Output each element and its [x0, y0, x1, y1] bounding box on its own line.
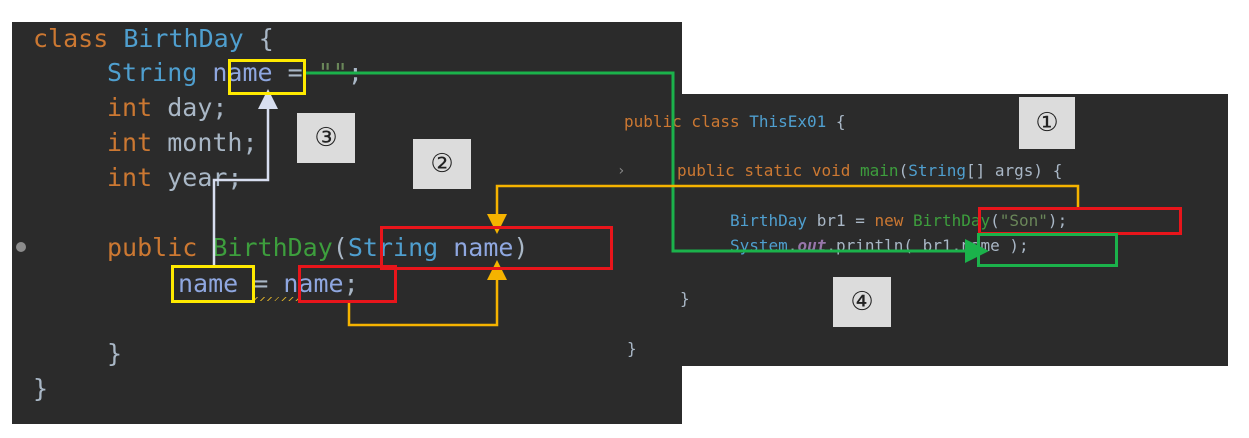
type-int: int — [107, 163, 153, 192]
assign-op: = — [272, 58, 318, 87]
field-year: year; — [167, 163, 243, 192]
class-name: BirthDay — [123, 24, 244, 53]
highlight-br1-name — [977, 233, 1118, 267]
white-arrow — [212, 89, 278, 265]
right-code-panel — [613, 94, 1228, 366]
code-line-assignment: name = name; — [178, 269, 359, 299]
code-line-constructor: public BirthDay(String name) — [107, 233, 529, 263]
code-line-main-method: public static void main(String[] args) { — [677, 161, 1062, 181]
open-brace: { — [826, 112, 846, 131]
code-line-close-main: } — [680, 289, 690, 308]
code-line-field-month: int month; — [107, 128, 258, 158]
code-line-close-class: } — [33, 374, 49, 403]
assign-lhs: name — [178, 269, 239, 298]
orange-arrow-call — [487, 184, 1080, 234]
keyword-public: public — [107, 233, 198, 262]
constructor-name: BirthDay — [212, 233, 333, 262]
type-birthday: BirthDay — [730, 211, 808, 230]
close-paren: ); — [1009, 236, 1029, 255]
highlight-constructor-param — [380, 226, 613, 270]
var-br1: br1 = — [807, 211, 875, 230]
highlight-field-name — [228, 59, 306, 95]
code-line-close-constructor: } — [107, 339, 123, 368]
orange-arrow-param — [347, 260, 507, 327]
open-paren: ( — [898, 161, 909, 180]
assign-rhs: name — [283, 269, 344, 298]
semicolon: ; — [1057, 211, 1068, 230]
fold-marker-icon[interactable] — [16, 242, 26, 252]
code-line-class-decl: class BirthDay { — [33, 24, 274, 54]
label-two: ② — [413, 139, 471, 189]
keyword-modifiers: public static void — [677, 161, 851, 180]
field-day: day; — [167, 93, 228, 122]
constructor-call: BirthDay — [913, 211, 991, 230]
code-line-close-class: } — [627, 339, 637, 358]
keyword-public-class: public class — [624, 112, 740, 131]
class-name: ThisEx01 — [749, 112, 827, 131]
dot: . — [787, 236, 798, 255]
param-type: String — [908, 161, 966, 180]
code-line-field-year: int year; — [107, 163, 242, 193]
code-line-field-name: String name = ""; — [107, 58, 363, 88]
type-int: int — [107, 128, 153, 157]
highlight-assign-rhs — [298, 265, 397, 303]
field-name: name — [212, 58, 273, 87]
keyword-class: class — [33, 24, 109, 53]
warning-squiggle — [254, 297, 302, 301]
highlight-constructor-call — [978, 207, 1182, 235]
left-code-panel — [12, 22, 682, 424]
code-line-field-day: int day; — [107, 93, 227, 123]
semicolon: ; — [343, 269, 359, 298]
close-paren: ) — [1047, 211, 1058, 230]
close-paren: ) — [513, 233, 529, 262]
open-paren: ( — [332, 233, 348, 262]
label-four: ④ — [833, 277, 891, 327]
type-string: String — [107, 58, 198, 87]
field-month: month; — [167, 128, 258, 157]
method-main: main — [860, 161, 899, 180]
keyword-new: new — [874, 211, 904, 230]
code-line-new-object: BirthDay br1 = new BirthDay("Son"); — [730, 211, 1067, 231]
type-int: int — [107, 93, 153, 122]
label-one: ① — [1019, 97, 1075, 149]
highlight-this-name — [171, 265, 255, 303]
param-type: String — [347, 233, 439, 262]
param-name: name — [453, 233, 514, 262]
gutter-marker-icon: › — [617, 163, 626, 179]
code-line-main-class: public class ThisEx01 { — [624, 112, 846, 132]
param-rest: [] args) { — [966, 161, 1063, 180]
open-paren: ( — [990, 211, 1000, 230]
string-son: "Son" — [999, 211, 1048, 230]
open-brace: { — [243, 24, 274, 53]
green-arrow — [305, 71, 989, 263]
label-three: ③ — [297, 113, 355, 163]
assign-op: = — [238, 269, 284, 298]
